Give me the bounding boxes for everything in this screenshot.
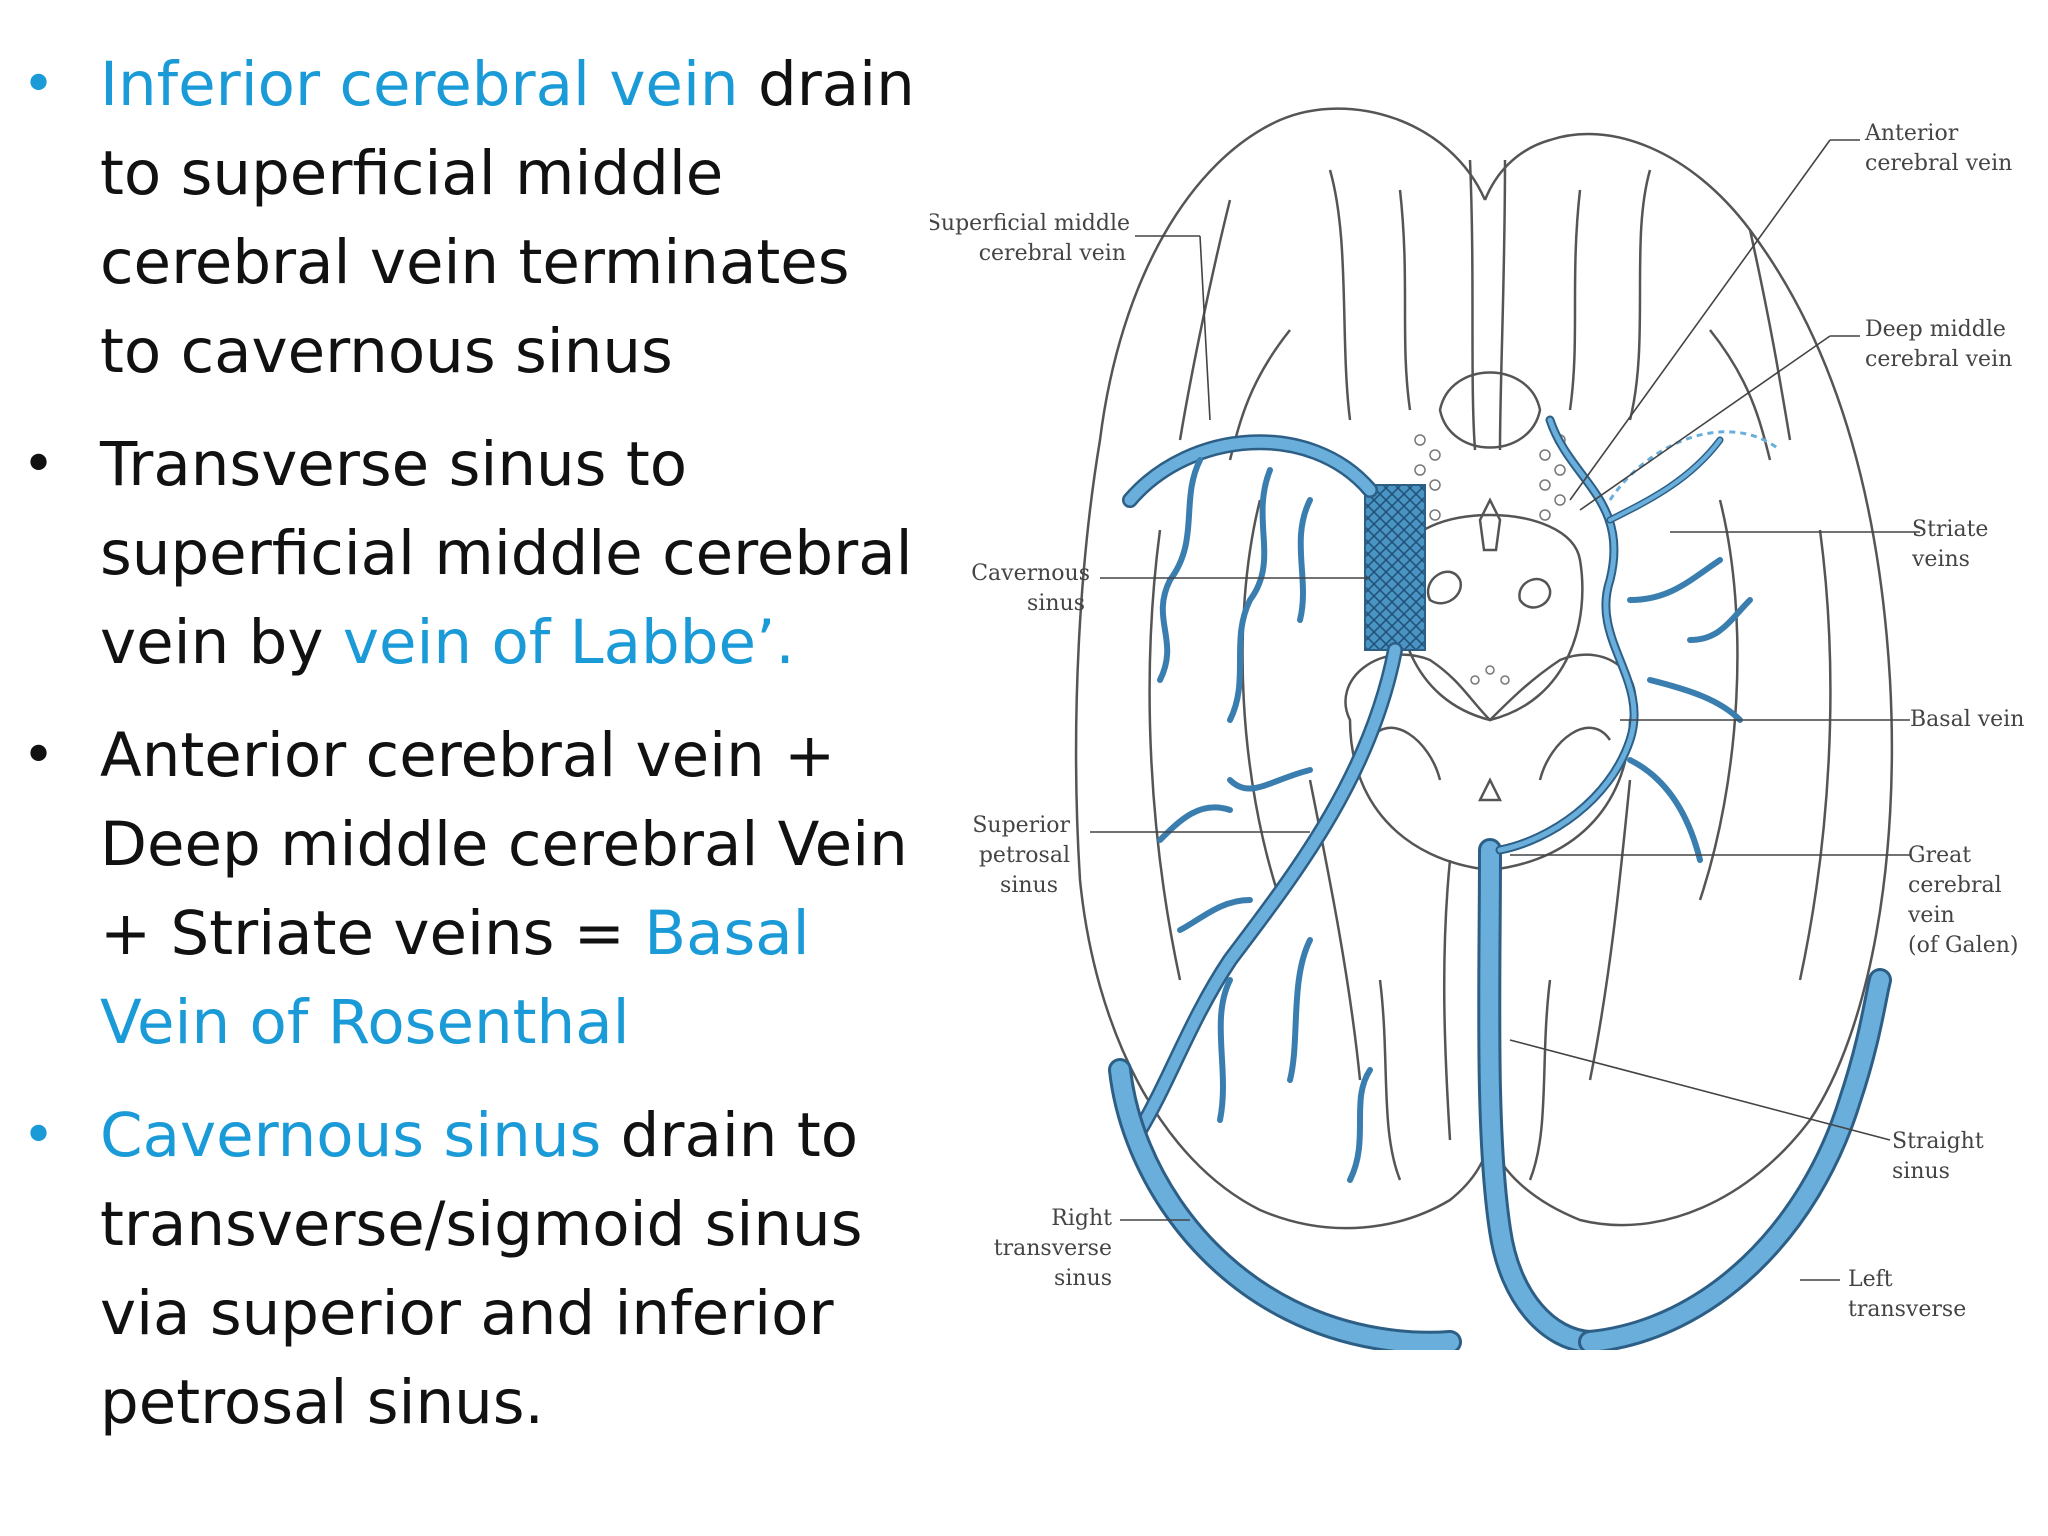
- bullet-text: drain to superficial middle cerebral vei…: [100, 49, 915, 387]
- label-right-sinus: sinus: [1054, 1266, 1112, 1291]
- label-veins: veins: [1911, 547, 1970, 572]
- bullet-list: • Inferior cerebral vein drain to superfi…: [0, 40, 930, 1471]
- highlight-text: Basal Vein of Rosenthal: [100, 898, 810, 1058]
- label-superior: Superior: [972, 813, 1070, 838]
- label-great: Great: [1908, 843, 1971, 868]
- label-deep-cerebral-vein: cerebral vein: [1865, 347, 2012, 372]
- bullet-text: Anterior cerebral vein + Deep middle cer…: [100, 720, 908, 969]
- bullet-item: • Inferior cerebral vein drain to superfi…: [0, 40, 930, 396]
- bullet-item: • Transverse sinus to superficial middle …: [0, 420, 930, 687]
- diagram-labels: Superficial middle cerebral vein Cavernou…: [930, 121, 2024, 1322]
- bullet-dot-icon: •: [22, 52, 56, 117]
- label-superficial-middle-cerebral-vein-2: cerebral vein: [979, 241, 1126, 266]
- bullet-dot-icon: •: [22, 1103, 56, 1168]
- cavernous-sinus-block: [1364, 484, 1426, 651]
- label-transverse: transverse: [994, 1236, 1112, 1261]
- label-petrosal: petrosal: [979, 843, 1070, 868]
- diagram-svg: Superficial middle cerebral vein Cavernou…: [930, 107, 2024, 1350]
- bullet-item: • Anterior cerebral vein + Deep middle ce…: [0, 711, 930, 1067]
- major-sinuses: [1108, 434, 1892, 1350]
- highlight-text: Inferior cerebral vein: [100, 49, 739, 120]
- label-cerebral-vein: cerebral vein: [1865, 151, 2012, 176]
- bullet-dot-icon: •: [22, 432, 56, 497]
- label-great-vein: vein: [1907, 903, 1955, 928]
- label-straight: Straight: [1892, 1129, 1984, 1154]
- bullet-dot-icon: •: [22, 723, 56, 788]
- highlight-text: vein of Labbe’.: [342, 607, 795, 678]
- label-anterior: Anterior: [1864, 121, 1959, 146]
- label-cavernous-sinus: sinus: [1027, 591, 1085, 616]
- dashed-vein: [1608, 430, 1781, 501]
- label-right: Right: [1051, 1206, 1112, 1231]
- label-of-galen: (of Galen): [1908, 933, 2018, 958]
- label-straight-sinus: sinus: [1892, 1159, 1950, 1184]
- bullet-text: Transverse sinus to superficial middle c…: [100, 429, 913, 678]
- bullet-text: drain to transverse/sigmoid sinus via su…: [100, 1100, 863, 1438]
- label-basal-vein: Basal vein: [1910, 707, 2024, 732]
- text-pane: • Inferior cerebral vein drain to superfi…: [0, 0, 930, 1536]
- brain-venous-diagram: Superficial middle cerebral vein Cavernou…: [930, 80, 2038, 1350]
- striate-dots: [1414, 434, 1566, 685]
- label-superficial-middle-cerebral-vein: Superficial middle: [930, 211, 1130, 236]
- label-sinus: sinus: [1000, 873, 1058, 898]
- highlight-text: Cavernous sinus: [100, 1100, 602, 1171]
- label-left: Left: [1848, 1267, 1893, 1292]
- leader-lines: [1090, 139, 1920, 1281]
- brainstem: [1344, 497, 1637, 872]
- label-cavernous: Cavernous: [971, 561, 1090, 586]
- label-striate: Striate: [1912, 517, 1988, 542]
- label-left-transverse: transverse: [1848, 1297, 1966, 1322]
- bullet-item: • Cavernous sinus drain to transverse/sig…: [0, 1091, 930, 1447]
- cortical-veins: [1157, 457, 1753, 1183]
- basal-veins: [1495, 415, 1724, 855]
- label-deep-middle: Deep middle: [1865, 317, 2006, 342]
- label-great-cerebral: cerebral: [1908, 873, 2002, 898]
- brain-outline: [1074, 107, 1894, 1230]
